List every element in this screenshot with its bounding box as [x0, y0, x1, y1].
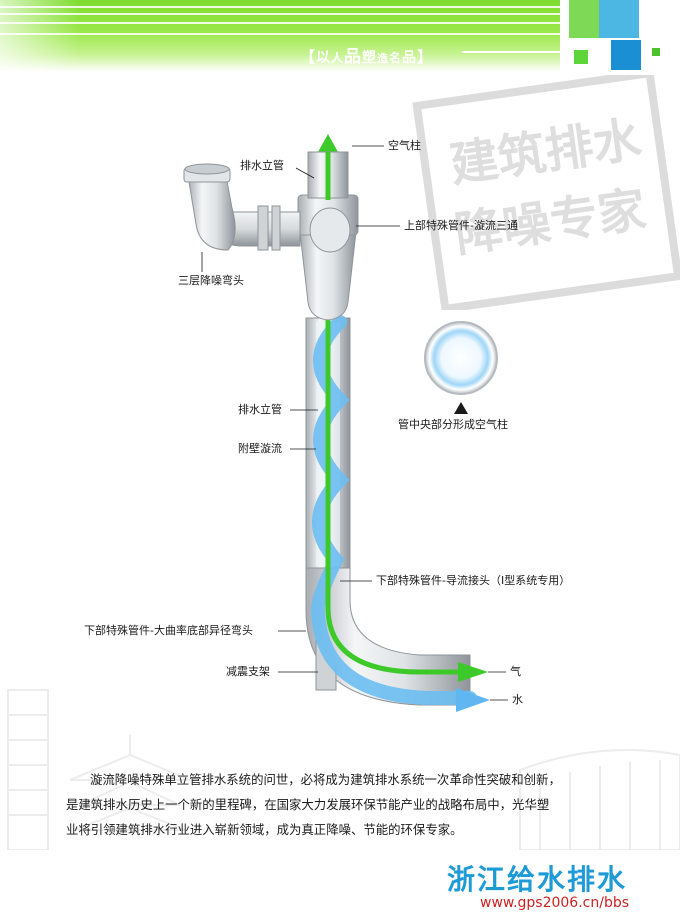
deco-square: [574, 50, 588, 64]
header-stripe: [0, 22, 560, 24]
three-layer-elbow: [187, 175, 236, 251]
label-gas-out: 气: [510, 665, 521, 678]
label-lower-guide-fitting: 下部特殊管件-导流接头（Ⅰ型系统专用）: [376, 574, 571, 587]
cross-section-disc: [424, 321, 498, 395]
footer-brand: 浙江给水排水: [447, 863, 628, 896]
deco-square: [611, 40, 641, 70]
label-upper-fitting: 上部特殊管件-漩流三通: [404, 219, 518, 232]
deco-square: [652, 48, 660, 56]
slogan-char: 品: [402, 50, 418, 66]
header-slogan: 【以人品塑造名品】: [300, 42, 433, 67]
pipe-diagram: [183, 134, 508, 712]
header-stripe: [0, 13, 560, 15]
water-outlet-arrow: [456, 688, 490, 712]
air-arrow-up: [318, 134, 338, 152]
slogan-char: 造: [377, 52, 390, 65]
gas-outlet-arrow: [458, 662, 488, 682]
header-stripe: [0, 6, 560, 8]
header-stripe: [0, 33, 560, 35]
stamp-frame: [412, 75, 680, 310]
watermark-stamp: 建筑排水 降噪专家: [412, 75, 680, 310]
label-three-layer-elbow: 三层降噪弯头: [178, 274, 244, 287]
ghost-architecture: [7, 689, 680, 850]
slogan-rule: [462, 51, 562, 53]
slogan-bracket: 【: [300, 48, 317, 66]
header-band: [0, 0, 560, 72]
slogan-char: 以: [316, 50, 332, 66]
inlet-ring: [257, 205, 269, 251]
swirl-tee-cone: [299, 231, 357, 321]
body-paragraph: 漩流降噪特殊单立管排水系统的问世，必将成为建筑排水系统一次革命性突破和创新， 是…: [66, 767, 626, 842]
deco-square: [569, 0, 599, 38]
air-outlet-line: [325, 609, 468, 675]
cross-section-pointer: [454, 402, 468, 414]
leader-line: [295, 167, 315, 179]
body-line: 业将引领建筑排水行业进入崭新领域，成为真正降噪、节能的环保专家。: [66, 822, 463, 837]
ghost-tower: [7, 689, 49, 850]
slogan-bracket: 】: [417, 48, 434, 66]
label-drain-riser-top: 排水立管: [240, 159, 284, 172]
body-line: 是建筑排水历史上一个新的里程碑，在国家大力发展环保节能产业的战略布局中，光华塑: [66, 797, 550, 812]
header-fade: [0, 0, 80, 72]
ghost-colosseum: [519, 749, 680, 850]
label-water-out: 水: [512, 693, 523, 706]
slogan-char: 名: [389, 51, 403, 65]
tee-hub: [309, 207, 351, 253]
label-drain-riser-mid: 排水立管: [238, 403, 282, 416]
label-wall-swirl: 附壁漩流: [238, 442, 282, 455]
label-air-column: 空气柱: [388, 139, 421, 152]
slogan-char: 塑: [362, 50, 378, 66]
deco-square: [599, 0, 639, 38]
label-cross-section: 管中央部分形成空气柱: [398, 418, 508, 431]
water-swirl: [310, 315, 477, 705]
label-lower-elbow-fitting: 下部特殊管件-大曲率底部异径弯头: [84, 624, 253, 637]
footer-url[interactable]: www.gps2006.cn/bbs: [480, 895, 630, 911]
slogan-char: 品: [344, 47, 363, 67]
slogan-char: 人: [331, 51, 345, 65]
ghost-pagoda: [69, 753, 191, 781]
body-line: 漩流降噪特殊单立管排水系统的问世，必将成为建筑排水系统一次革命性突破和创新，: [90, 772, 561, 787]
label-shock-bracket: 减震支架: [226, 665, 270, 678]
inlet-ring: [271, 205, 281, 251]
